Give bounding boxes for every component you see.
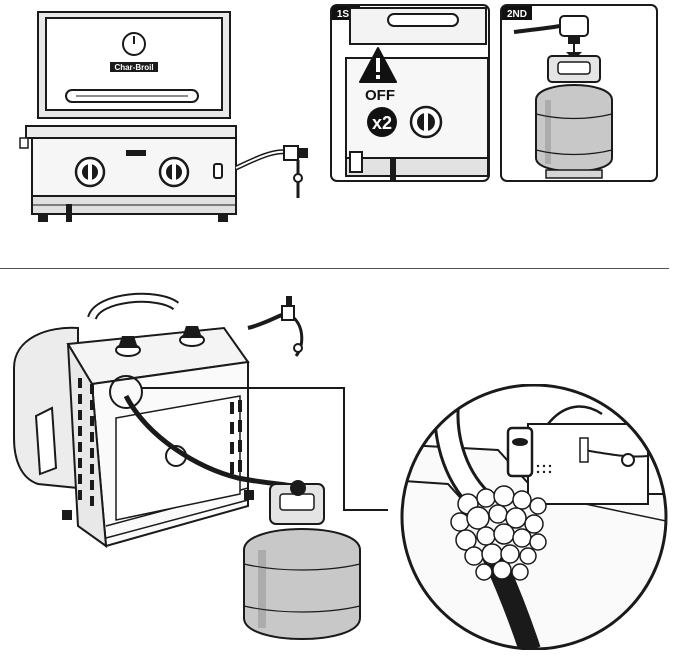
propane-tank: [243, 480, 361, 640]
svg-text:Char-Broil: Char-Broil: [114, 63, 153, 72]
igniter-button-icon: [213, 163, 223, 179]
panel-logo: [126, 150, 146, 156]
warning-triangle-icon: [359, 47, 397, 83]
control-knob-icon: [115, 336, 141, 357]
grill-lid-open: [13, 326, 79, 490]
step2-badge: 2ND: [502, 6, 532, 20]
svg-text:2ND: 2ND: [507, 9, 527, 20]
gas-regulator-icon: [234, 145, 308, 198]
grill-front-view: Char-Broil: [18, 0, 318, 230]
control-knob-icon: [74, 156, 106, 188]
step1-panel: 1ST OFF x2: [330, 4, 490, 182]
count-badge: x2: [367, 107, 397, 137]
svg-text:x2: x2: [372, 113, 392, 133]
propane-tank: [535, 55, 613, 179]
soap-bubbles-icon: [450, 485, 547, 581]
control-knob-icon: [179, 326, 205, 347]
control-knob-icon: [158, 156, 190, 188]
grill-body: [25, 125, 237, 215]
step2-panel: 2ND: [500, 4, 658, 182]
brand-logo: Char-Broil: [110, 62, 158, 72]
warning-off-label: OFF: [365, 87, 395, 104]
control-knob-icon: [409, 105, 443, 139]
leak-test-zoom: [388, 383, 680, 651]
side-vents: [78, 378, 242, 506]
svg-text:1ST: 1ST: [337, 9, 355, 20]
gas-regulator-icon: [247, 296, 304, 357]
grill-leak-test-view: [8, 288, 388, 652]
section-divider: [0, 268, 669, 269]
lid-thermometer-icon: [122, 32, 146, 56]
